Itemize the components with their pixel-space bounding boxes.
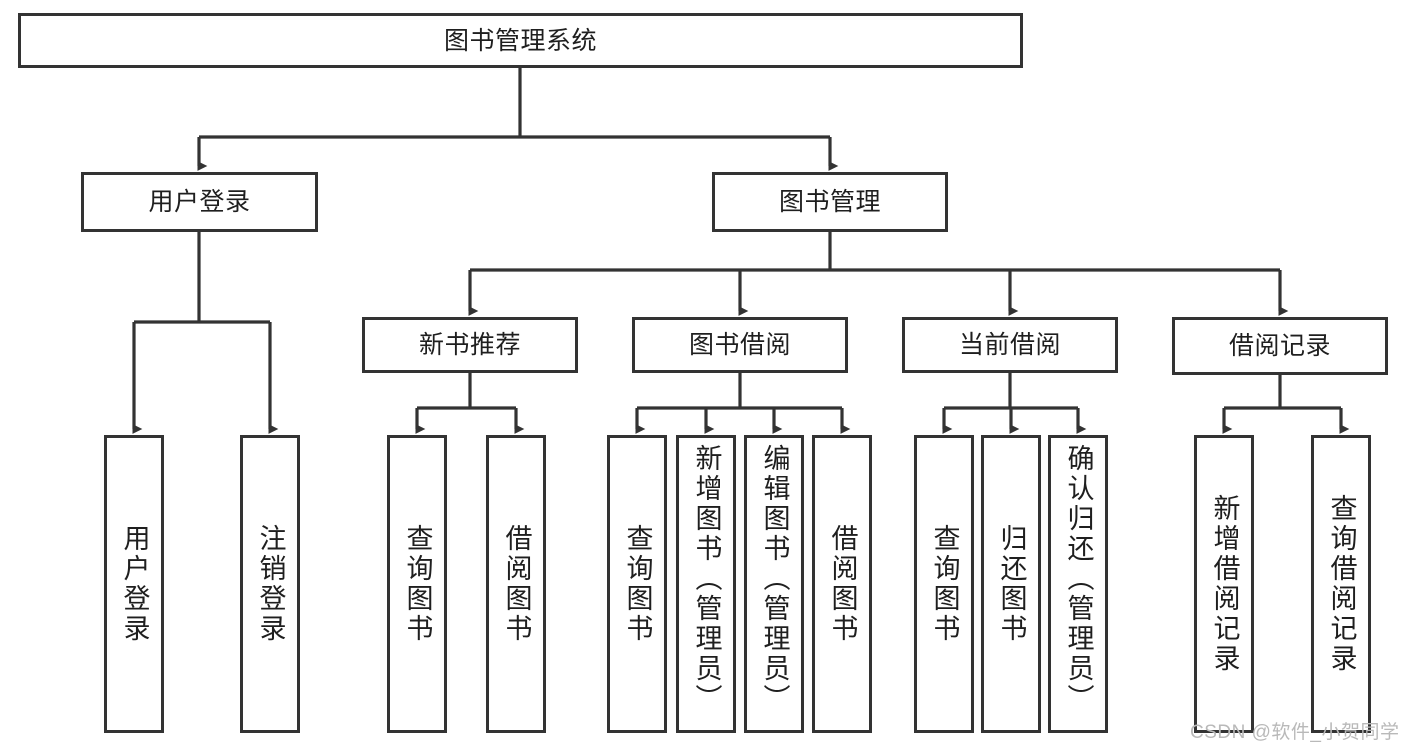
node-leaf-query-record-label: 查询借阅记录 xyxy=(1326,494,1357,674)
node-leaf-borrow-book-1[interactable]: 借阅图书 xyxy=(486,435,546,733)
node-borrow-record-label: 借阅记录 xyxy=(1228,332,1331,360)
node-leaf-query-book-1[interactable]: 查询图书 xyxy=(387,435,447,733)
node-user-login[interactable]: 用户登录 xyxy=(81,172,318,232)
node-leaf-query-book-1-label: 查询图书 xyxy=(402,524,433,644)
node-new-book-recommend-label: 新书推荐 xyxy=(418,331,521,359)
node-leaf-logout[interactable]: 注销登录 xyxy=(240,435,300,733)
node-leaf-query-record[interactable]: 查询借阅记录 xyxy=(1311,435,1371,733)
node-book-manage-label: 图书管理 xyxy=(778,188,881,216)
node-leaf-edit-book-label: 编辑图书（管理员） xyxy=(759,444,790,714)
node-leaf-user-login-label: 用户登录 xyxy=(119,524,150,644)
node-book-manage[interactable]: 图书管理 xyxy=(712,172,948,232)
node-leaf-query-book-3-label: 查询图书 xyxy=(929,524,960,644)
node-user-login-label: 用户登录 xyxy=(148,188,251,216)
node-book-borrow[interactable]: 图书借阅 xyxy=(632,317,848,373)
node-leaf-confirm-return[interactable]: 确认归还（管理员） xyxy=(1048,435,1108,733)
node-new-book-recommend[interactable]: 新书推荐 xyxy=(362,317,578,373)
node-leaf-add-record[interactable]: 新增借阅记录 xyxy=(1194,435,1254,733)
node-leaf-user-login[interactable]: 用户登录 xyxy=(104,435,164,733)
node-leaf-query-book-2-label: 查询图书 xyxy=(622,524,653,644)
node-root-label: 图书管理系统 xyxy=(443,26,597,55)
node-leaf-confirm-return-label: 确认归还（管理员） xyxy=(1063,444,1094,714)
node-leaf-edit-book[interactable]: 编辑图书（管理员） xyxy=(744,435,804,733)
node-borrow-record[interactable]: 借阅记录 xyxy=(1172,317,1388,375)
node-leaf-borrow-book-2[interactable]: 借阅图书 xyxy=(812,435,872,733)
node-leaf-return-book-label: 归还图书 xyxy=(996,524,1027,644)
node-leaf-query-book-2[interactable]: 查询图书 xyxy=(607,435,667,733)
node-leaf-return-book[interactable]: 归还图书 xyxy=(981,435,1041,733)
node-leaf-query-book-3[interactable]: 查询图书 xyxy=(914,435,974,733)
node-book-borrow-label: 图书借阅 xyxy=(688,331,791,359)
node-leaf-add-record-label: 新增借阅记录 xyxy=(1209,494,1240,674)
node-leaf-add-book[interactable]: 新增图书（管理员） xyxy=(676,435,736,733)
node-root[interactable]: 图书管理系统 xyxy=(18,13,1023,68)
watermark-text: CSDN @软件_小贺同学 xyxy=(1190,722,1400,743)
node-leaf-logout-label: 注销登录 xyxy=(255,524,286,644)
node-leaf-borrow-book-1-label: 借阅图书 xyxy=(501,524,532,644)
node-current-borrow[interactable]: 当前借阅 xyxy=(902,317,1118,373)
node-leaf-add-book-label: 新增图书（管理员） xyxy=(691,444,722,714)
node-leaf-borrow-book-2-label: 借阅图书 xyxy=(827,524,858,644)
node-current-borrow-label: 当前借阅 xyxy=(958,331,1061,359)
